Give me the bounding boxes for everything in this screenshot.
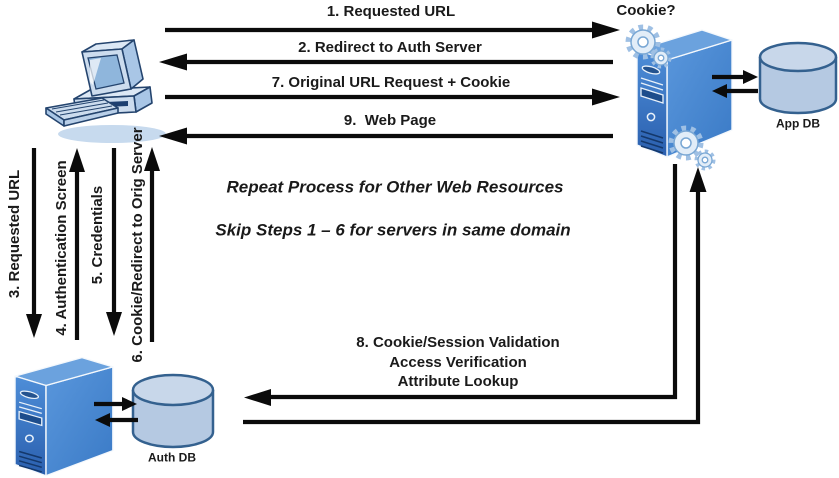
- auth-db-label: Auth DB: [148, 450, 196, 465]
- connector-app-server-to-auth-db: [244, 164, 678, 406]
- app-db-icon: [758, 41, 838, 115]
- flow-label-4: 4. Authentication Screen: [52, 160, 70, 336]
- flow-label-1: 1. Requested URL: [326, 2, 456, 20]
- flow-label-3: 3. Requested URL: [5, 169, 23, 299]
- arrow-2-redirect-to-auth-server: [159, 53, 613, 71]
- validation-label-line1: 8. Cookie/Session Validation: [356, 333, 560, 351]
- cookie-question-label: Cookie?: [616, 1, 676, 19]
- auth-server-icon: [14, 356, 114, 477]
- client-computer-icon: [45, 39, 166, 143]
- arrow-3-requested-url-down: [26, 148, 42, 338]
- validation-label-line2: Access Verification: [389, 353, 527, 371]
- auth-db-icon: [131, 373, 215, 449]
- app-db-label: App DB: [776, 116, 820, 131]
- app-server-db-arrows: [712, 70, 758, 98]
- flow-label-2: 2. Redirect to Auth Server: [298, 38, 482, 56]
- arrow-4-authentication-screen-up: [69, 148, 85, 340]
- arrow-6-cookie-redirect-up: [144, 147, 160, 342]
- note-skip-steps: Skip Steps 1 – 6 for servers in same dom…: [215, 220, 571, 240]
- flow-label-7: 7. Original URL Request + Cookie: [271, 73, 511, 91]
- note-repeat-process: Repeat Process for Other Web Resources: [226, 177, 564, 197]
- flow-label-5: 5. Credentials: [88, 185, 106, 285]
- arrow-1-requested-url: [165, 21, 620, 39]
- flow-label-9: 9. Web Page: [343, 111, 437, 129]
- flow-label-6: 6. Cookie/Redirect to Orig Server: [128, 127, 146, 363]
- arrow-7-original-url-request-cookie: [165, 88, 620, 106]
- auth-server-db-arrows: [94, 397, 138, 427]
- arrow-9-web-page: [159, 127, 613, 145]
- validation-label-line3: Attribute Lookup: [397, 372, 519, 390]
- connector-auth-db-to-app-server: [243, 167, 707, 425]
- arrow-5-credentials-down: [106, 148, 122, 336]
- shadow: [58, 125, 166, 143]
